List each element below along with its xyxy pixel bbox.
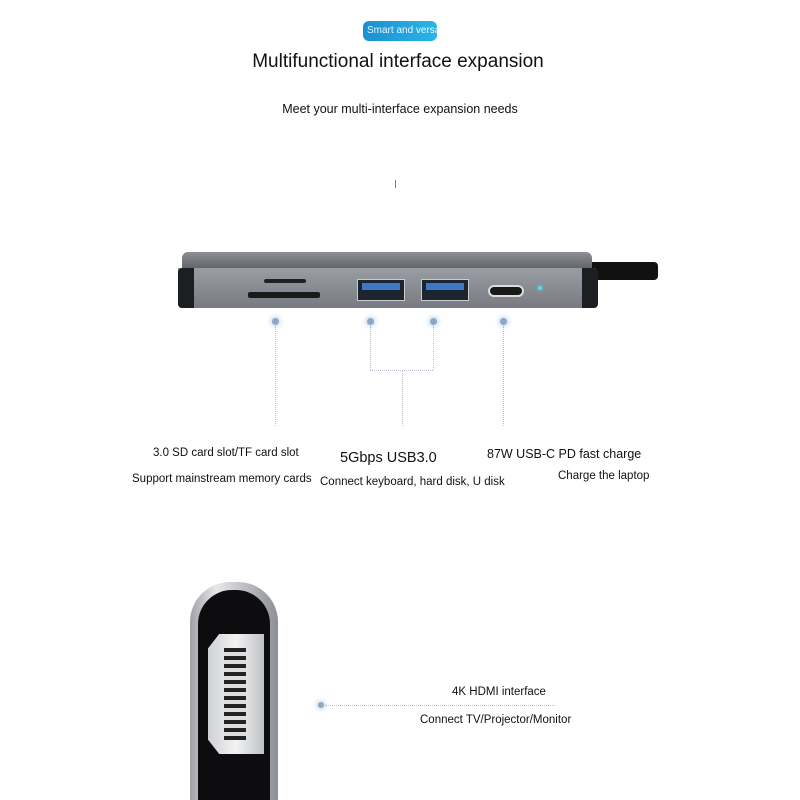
usbc-callout-dot — [500, 318, 507, 325]
usb-hub-image — [178, 250, 658, 312]
usb3-title: 5Gbps USB3.0 — [340, 450, 437, 466]
hub-right-cap — [582, 268, 598, 308]
sd-callout-line — [275, 326, 276, 426]
hub-top-face — [182, 252, 592, 270]
hdmi-port-image — [190, 582, 278, 800]
usb-callout-line — [402, 370, 403, 426]
usbc-callout-line — [503, 326, 504, 426]
usb2-callout-dot — [430, 318, 437, 325]
feature-badge: Smart and versati — [363, 21, 437, 41]
usb2-callout-line — [433, 326, 434, 370]
sd-card-slot — [248, 292, 320, 298]
tf-card-slot — [264, 279, 306, 283]
hdmi-callout-dot — [318, 702, 324, 708]
usb3-desc: Connect keyboard, hard disk, U disk — [320, 476, 505, 488]
sd-slot-title: 3.0 SD card slot/TF card slot — [153, 447, 299, 459]
usbc-desc: Charge the laptop — [558, 470, 650, 482]
usb-c-port — [488, 285, 524, 297]
hdmi-pins — [224, 648, 246, 740]
hdmi-title: 4K HDMI interface — [452, 686, 546, 698]
hdmi-callout-line — [325, 705, 555, 706]
usb1-callout-dot — [367, 318, 374, 325]
usbc-title: 87W USB-C PD fast charge — [487, 447, 642, 461]
status-led — [538, 286, 542, 290]
sd-slot-desc: Support mainstream memory cards — [132, 473, 312, 485]
usb-join-line — [370, 370, 433, 371]
hdmi-desc: Connect TV/Projector/Monitor — [420, 714, 572, 726]
page-title: Multifunctional interface expansion — [252, 51, 544, 72]
decorative-tick — [395, 180, 396, 188]
hub-cable — [583, 262, 658, 280]
sd-callout-dot — [272, 318, 279, 325]
usb1-callout-line — [370, 326, 371, 370]
usb-a-port-2 — [421, 279, 469, 301]
hub-left-cap — [178, 268, 194, 308]
page-subtitle: Meet your multi-interface expansion need… — [282, 102, 518, 116]
usb-a-port-1 — [357, 279, 405, 301]
